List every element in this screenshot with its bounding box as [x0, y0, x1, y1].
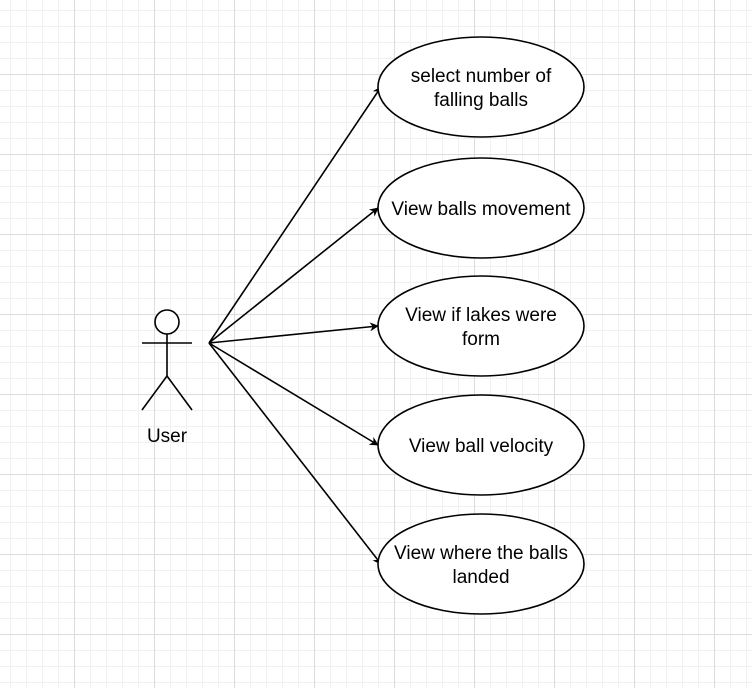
use-case-label: View balls movement [391, 199, 571, 220]
use-case-uc-view-lakes[interactable]: View if lakes were form [377, 275, 585, 377]
stick-figure-icon [141, 309, 193, 411]
use-case-ellipse [377, 394, 585, 496]
use-case-label: form [462, 329, 500, 350]
use-case-uc-view-landed[interactable]: View where the balls landed [377, 513, 585, 615]
use-case-label: landed [452, 567, 509, 588]
use-case-ellipse [377, 275, 585, 377]
use-case-label: View ball velocity [409, 436, 554, 457]
association-arrows [208, 86, 382, 565]
use-case-label: View where the balls [394, 543, 568, 564]
association-arrow-uc-view-lakes [208, 322, 379, 344]
association-arrow-uc-select-balls [208, 86, 382, 344]
use-case-label: select number of [411, 66, 552, 87]
use-case-ellipse [377, 513, 585, 615]
actor-label: User [147, 426, 188, 447]
actor-user[interactable]: User [141, 309, 193, 447]
use-case-uc-select-balls[interactable]: select number of falling balls [377, 36, 585, 138]
association-arrow-uc-view-velocity [208, 342, 379, 446]
use-case-uc-view-velocity[interactable]: View ball velocity [377, 394, 585, 496]
use-case-label: falling balls [434, 90, 528, 111]
association-arrow-uc-view-landed [208, 342, 382, 565]
use-case-uc-view-movement[interactable]: View balls movement [377, 157, 585, 259]
association-arrow-uc-view-movement [208, 207, 379, 344]
use-case-ellipse [377, 36, 585, 138]
use-case-label: View if lakes were [405, 305, 557, 326]
use-case-ellipse [377, 157, 585, 259]
